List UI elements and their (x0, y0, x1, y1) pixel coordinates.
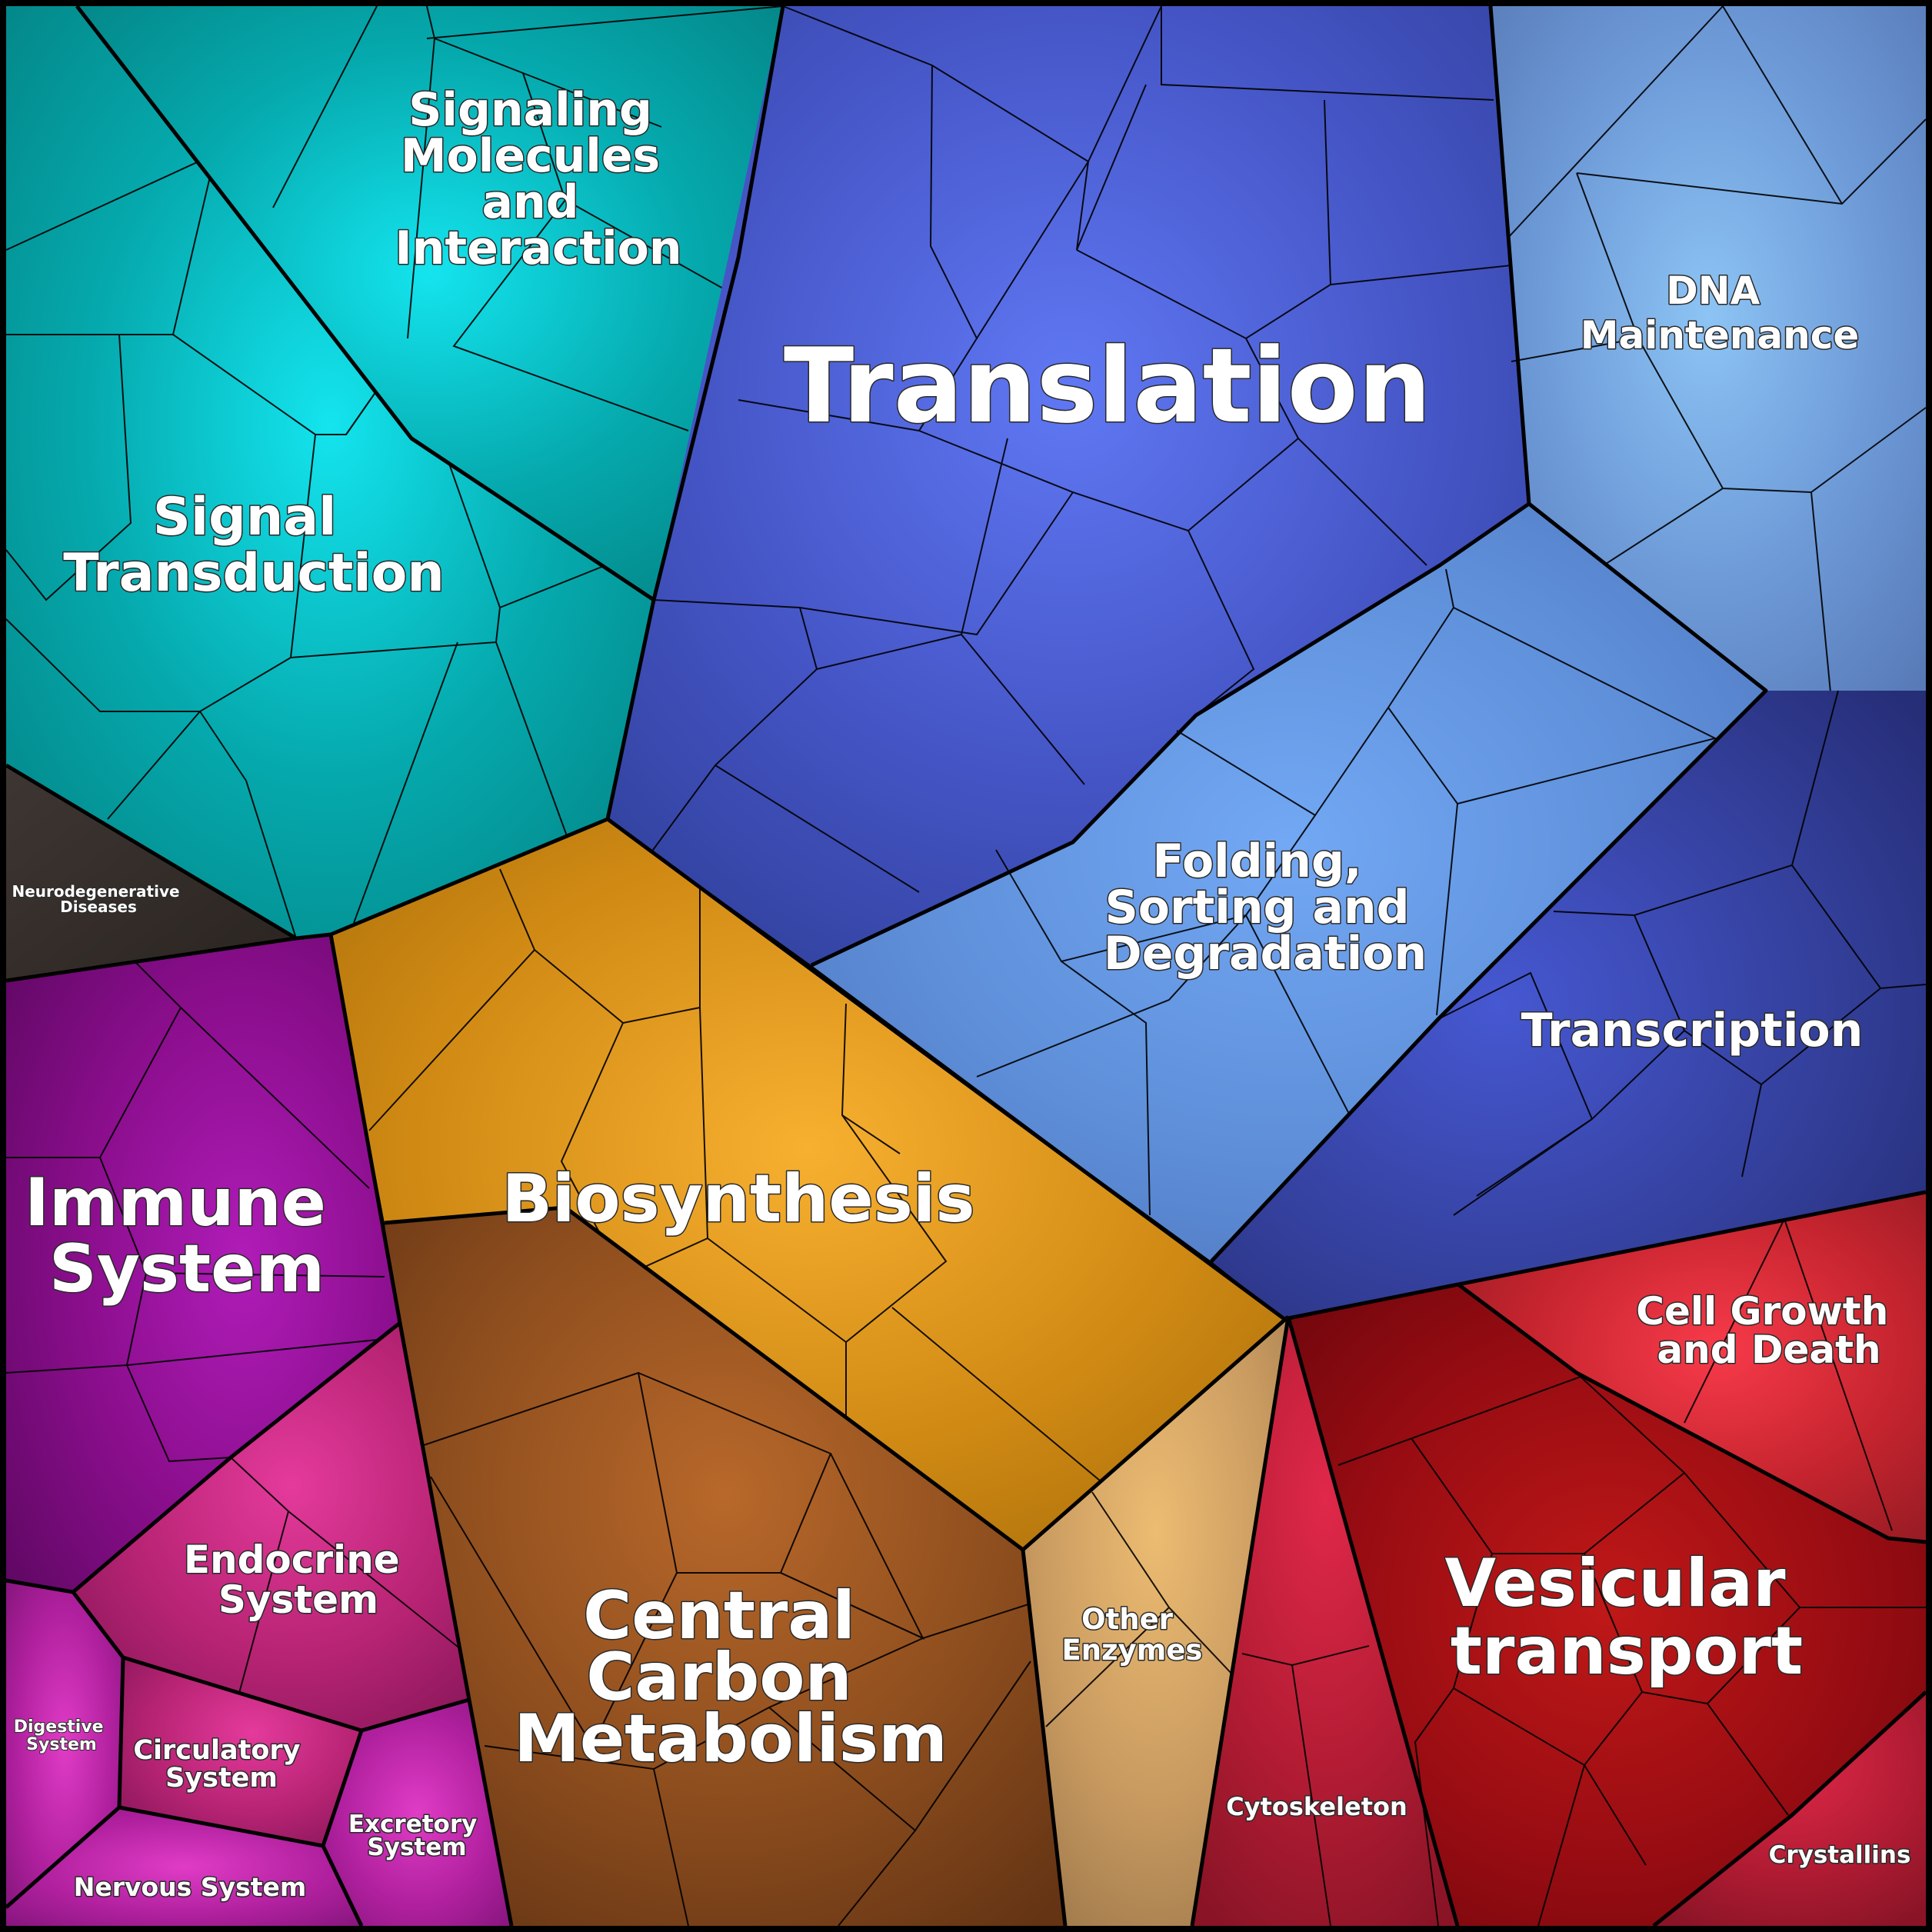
region-dna-maintenance (1491, 5, 1927, 696)
label-neurodegenerative-diseases: Neurodegenerative Diseases (12, 882, 185, 916)
region-borders (5, 5, 1927, 1927)
region-digestive-system (6, 1581, 123, 1907)
region-transcription (1211, 690, 1927, 1319)
region-central-carbon (385, 1208, 1065, 1927)
label-vesicular-transport: Vesicular transport (1445, 1545, 1809, 1690)
region-neurodegenerative-diseases (6, 765, 296, 981)
label-cytoskeleton: Cytoskeleton (1226, 1792, 1407, 1821)
label-signal-transduction: Signal Transduction (63, 487, 445, 604)
labels: Translation Signaling Molecules and Inte… (11, 82, 1911, 1904)
label-endocrine-system: Endocrine System (184, 1537, 413, 1622)
label-central-carbon: Central Carbon Metabolism (514, 1577, 947, 1777)
label-folding-sorting: Folding, Sorting and Degradation (1104, 834, 1427, 981)
region-endocrine-system (73, 1323, 469, 1730)
region-signaling-molecules (77, 5, 784, 600)
label-circulatory-system: Circulatory System (133, 1735, 309, 1794)
region-crystallins (1654, 1692, 1926, 1926)
region-cell-growth (1458, 1192, 1926, 1542)
label-cell-growth: Cell Growth and Death (1636, 1289, 1901, 1372)
region-translation (608, 5, 1529, 965)
label-digestive-system: Digestive System (14, 1717, 110, 1754)
region-cytoskeleton (1192, 1317, 1457, 1927)
region-vesicular-transport (1288, 1284, 1926, 1927)
label-translation: Translation (784, 326, 1431, 446)
label-nervous-system: Nervous System (74, 1872, 307, 1902)
label-crystallins: Crystallins (1769, 1841, 1911, 1869)
region-immune-system (5, 934, 400, 1592)
label-signaling-molecules: Signaling Molecules and Interaction (395, 83, 681, 275)
label-excretory-system: Excretory System (348, 1810, 485, 1861)
label-other-enzymes: Other Enzymes (1062, 1603, 1203, 1667)
region-other-enzymes (1023, 1317, 1288, 1926)
region-circulatory-system (119, 1657, 361, 1846)
region-excretory-system (323, 1700, 511, 1926)
region-biosynthesis (331, 819, 1288, 1550)
region-folding-sorting (811, 504, 1766, 1261)
label-transcription: Transcription (1521, 1004, 1864, 1058)
label-dna-maintenance: DNA Maintenance (1581, 268, 1860, 358)
label-immune-system: Immune System (25, 1164, 349, 1307)
label-biosynthesis: Biosynthesis (501, 1161, 974, 1237)
